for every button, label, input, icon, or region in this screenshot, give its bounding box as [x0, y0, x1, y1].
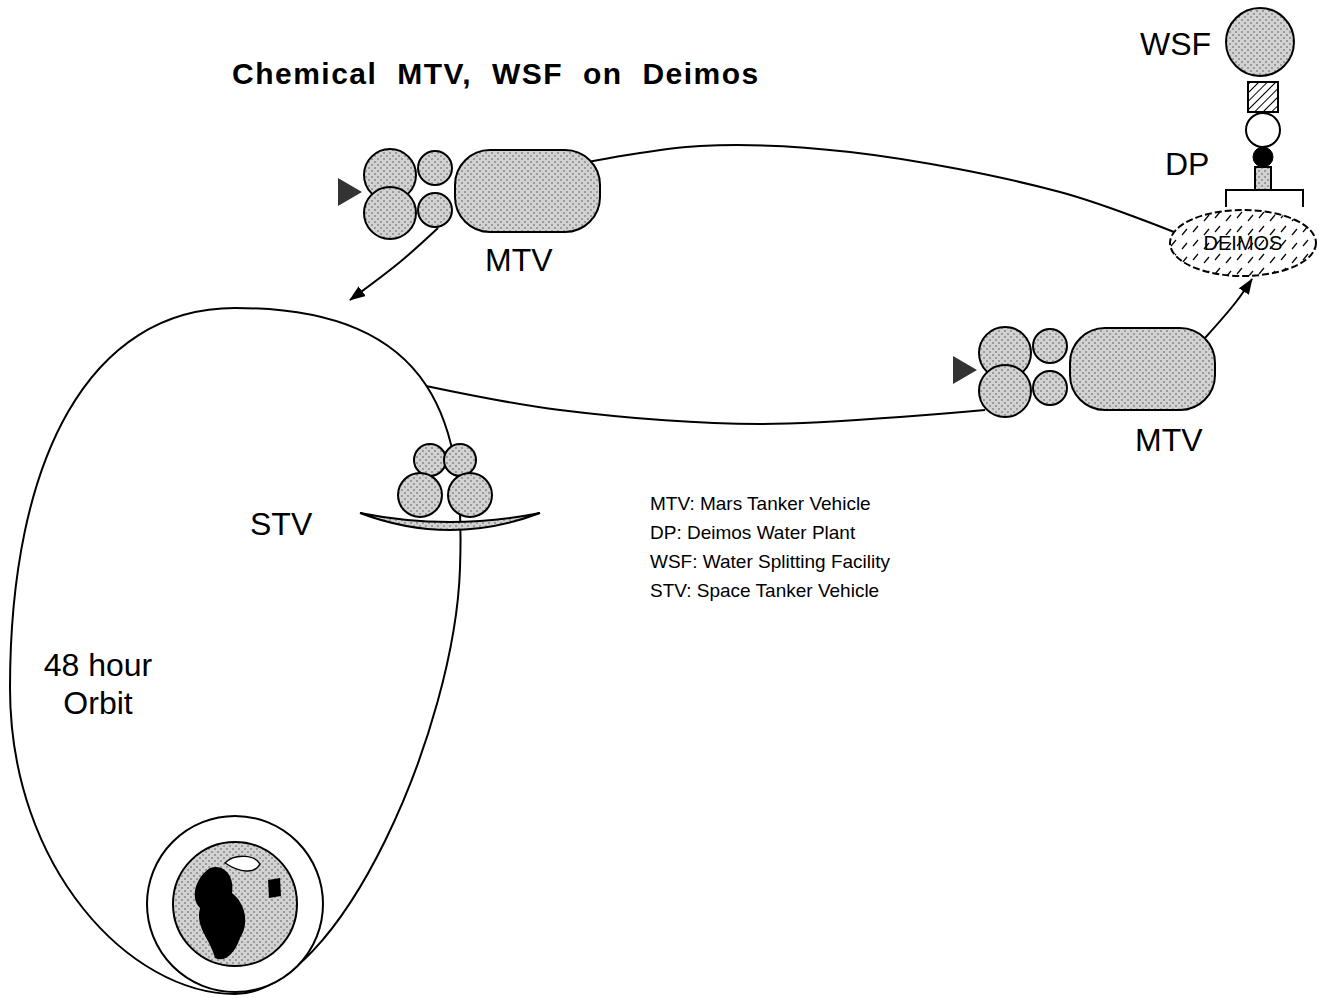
stv-node: STV	[245, 435, 545, 540]
node-label: MTV	[1135, 421, 1203, 459]
mtv-node: MTV	[950, 318, 1225, 463]
low-orbit-circle	[147, 816, 323, 992]
node-label: 48 hour Orbit	[28, 646, 168, 723]
node-outline	[335, 140, 605, 285]
propellant-tank	[364, 187, 416, 239]
propellant-tank	[414, 444, 446, 476]
wsf-node: WSF	[1130, 4, 1315, 82]
deimos-moon	[1170, 210, 1316, 276]
ice-cap	[225, 856, 260, 871]
propellant-tank	[1033, 329, 1067, 363]
route-curve	[588, 145, 1174, 232]
node-outline	[1150, 80, 1310, 210]
propellant-tank	[448, 473, 492, 517]
propellant-tank	[1033, 371, 1067, 405]
propellant-tank	[979, 365, 1031, 417]
legend-note: DP: Deimos Water Plant	[650, 522, 855, 545]
node-label: STV	[250, 505, 312, 543]
legend-note: MTV: Mars Tanker Vehicle	[650, 493, 871, 516]
orbit-ellipse	[10, 308, 461, 994]
wsf-sphere	[1226, 8, 1294, 76]
propellant-tank	[444, 444, 476, 476]
orbit-node: 48 hour Orbit	[10, 308, 460, 994]
cargo-tank	[455, 150, 600, 232]
node-label: WSF	[1140, 25, 1211, 63]
continent	[195, 867, 245, 959]
dp-node: DP	[1150, 80, 1310, 210]
mtv-node: MTV	[335, 140, 605, 285]
engine-triangle	[953, 356, 977, 384]
legend-note: STV: Space Tanker Vehicle	[650, 580, 879, 603]
diagram-title: Chemical MTV, WSF on Deimos	[232, 56, 760, 92]
plant-bracket	[1226, 190, 1303, 207]
earth-disc	[173, 842, 297, 966]
route-curve	[426, 386, 985, 424]
node-label: DEIMOS	[1204, 231, 1283, 255]
node-label: DP	[1165, 145, 1209, 183]
route-curve	[1205, 279, 1252, 338]
deimos-node: DEIMOS	[1168, 208, 1318, 278]
white-sphere	[1246, 113, 1280, 147]
cargo-tank	[1070, 328, 1215, 410]
hatched-module	[1248, 82, 1278, 112]
plant-stem	[1255, 167, 1271, 190]
engine-triangle	[338, 178, 362, 206]
propellant-tank	[418, 151, 452, 185]
continent	[268, 878, 281, 898]
black-sphere	[1253, 147, 1273, 167]
propellant-tank	[418, 193, 452, 227]
legend-note: WSF: Water Splitting Facility	[650, 551, 890, 574]
propellant-tank	[398, 473, 442, 517]
node-label: MTV	[485, 241, 553, 279]
aerobrake-dish	[360, 513, 540, 530]
